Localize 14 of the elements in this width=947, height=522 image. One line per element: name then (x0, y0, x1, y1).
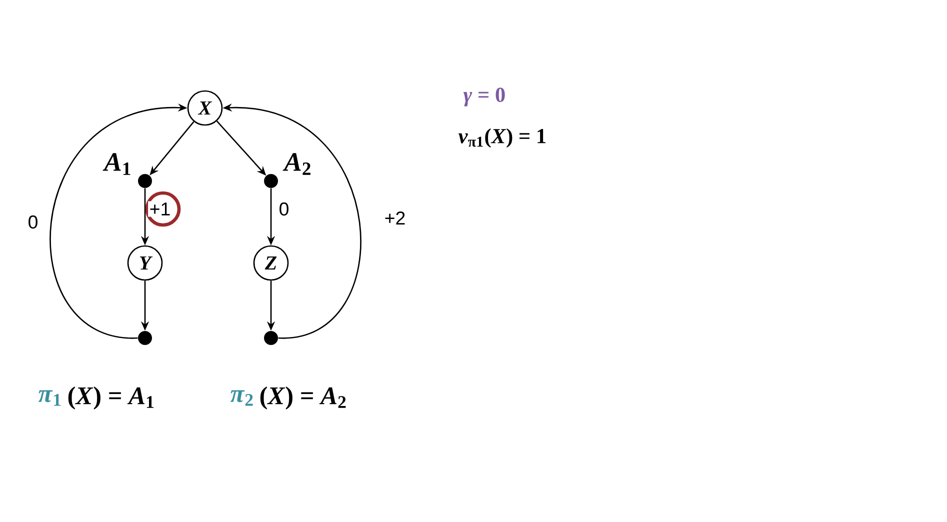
formula-text: (X) = A$_{2}$ (260, 386, 346, 410)
action-label: A$_{2}$ (282, 153, 310, 175)
formula-text: π$_{1}$ (38, 390, 61, 406)
formula-text: π$_{2}$ (230, 390, 253, 406)
edge-label: 0 (277, 201, 291, 217)
formula-text: γ = 0 (463, 88, 505, 106)
formula-text: (X) = A$_{1}$ (68, 386, 154, 410)
action-label: A$_{1}$ (102, 153, 130, 175)
edge-label: 0 (26, 214, 40, 230)
action-dot (138, 174, 152, 188)
formula-text: v$_{π1}$(X) = 1 (458, 128, 546, 148)
edge-label: +2 (383, 210, 407, 226)
action-dot (264, 174, 278, 188)
edge-label: +1 (148, 201, 172, 217)
